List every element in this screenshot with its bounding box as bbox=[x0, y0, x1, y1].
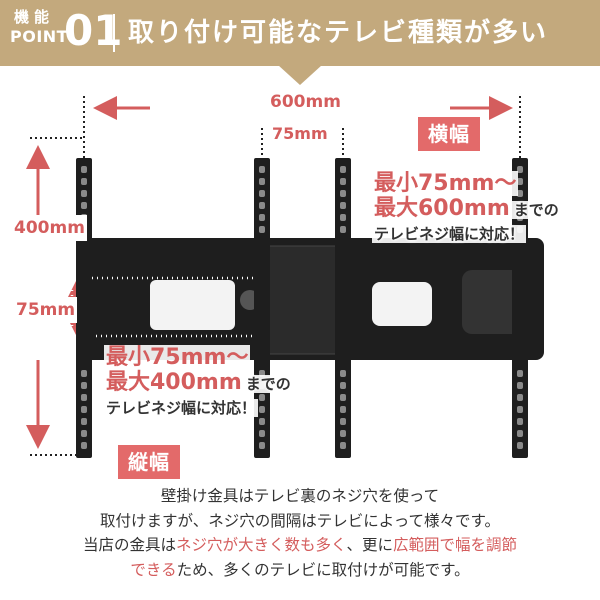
description-block: 壁掛け金具はテレビ裏のネジ穴を使って 取付けますが、ネジ穴の間隔はテレビによって… bbox=[0, 484, 600, 582]
rail-slot-hole bbox=[81, 406, 87, 413]
desc-3c: 、更に bbox=[346, 536, 394, 554]
rail-slot-hole bbox=[259, 430, 265, 437]
desc-3d-highlight: 広範囲で幅を調節 bbox=[393, 536, 518, 554]
rail-slot-hole bbox=[81, 166, 87, 173]
callout-v-max: 最大400mm bbox=[104, 370, 244, 395]
desc-4b: ため、多くのテレビに取付けが可能です。 bbox=[176, 560, 470, 579]
arm-cutout-right bbox=[372, 282, 432, 326]
description-line-1: 壁掛け金具はテレビ裏のネジ穴を使って bbox=[160, 487, 440, 505]
rail-slot-hole bbox=[517, 190, 523, 197]
rail-slot-hole bbox=[340, 190, 346, 197]
wall-plate bbox=[261, 245, 343, 355]
callout-v-support-text: テレビネジ幅に対応！ bbox=[104, 399, 259, 417]
rail-slot-hole bbox=[340, 226, 346, 233]
rail-slot-hole bbox=[81, 178, 87, 185]
callout-v-suffix: までの bbox=[243, 375, 293, 393]
vertical-rail-3 bbox=[335, 158, 351, 458]
point-label: POINT bbox=[10, 27, 69, 46]
rail-slot-hole bbox=[517, 406, 523, 413]
header-arrow-pointer bbox=[278, 65, 322, 85]
desc-3b-highlight: ネジ穴が大きく数も多く bbox=[175, 536, 347, 554]
rail-slot-hole bbox=[340, 370, 346, 377]
description-line-2: 取付けますが、ネジ穴の間隔はテレビによって様々です。 bbox=[100, 511, 500, 530]
rail-slot-hole bbox=[259, 394, 265, 401]
rail-slot-hole bbox=[81, 190, 87, 197]
callout-h-suffix: までの bbox=[511, 201, 561, 219]
rail-slot-hole bbox=[517, 442, 523, 449]
rail-slots bbox=[81, 166, 523, 449]
rail-slot-hole bbox=[259, 178, 265, 185]
rail-slot-hole bbox=[81, 370, 87, 377]
description-line-3: 当店の金具はネジ穴が大きく数も多く、更に広範囲で幅を調節 bbox=[0, 533, 600, 558]
rail-slot-hole bbox=[340, 442, 346, 449]
dimension-label-width-max: 600mm bbox=[266, 91, 345, 113]
rail-slot-hole bbox=[259, 166, 265, 173]
rail-slot-hole bbox=[259, 442, 265, 449]
rail-slot-hole bbox=[340, 166, 346, 173]
callout-h-min: 最小75mm〜 bbox=[372, 171, 519, 196]
header-banner: 機能 POINT 01 取り付け可能なテレビ種類が多い bbox=[0, 0, 600, 66]
arm-pad-right bbox=[462, 270, 522, 334]
callout-h-support-text: テレビネジ幅に対応！ bbox=[372, 225, 527, 243]
description-line-4: できるため、多くのテレビに取付けが可能です。 bbox=[0, 558, 600, 583]
badge-horizontal-width: 横幅 bbox=[418, 117, 480, 151]
rail-slot-hole bbox=[81, 418, 87, 425]
rail-slot-hole bbox=[259, 190, 265, 197]
rail-slot-hole bbox=[259, 202, 265, 209]
rail-slot-hole bbox=[81, 394, 87, 401]
rail-slot-hole bbox=[340, 214, 346, 221]
page-title: 取り付け可能なテレビ種類が多い bbox=[128, 18, 549, 48]
arm-cutout-left bbox=[150, 280, 235, 330]
desc-4a-highlight: できる bbox=[130, 560, 177, 579]
rail-slot-hole bbox=[517, 370, 523, 377]
rail-slot-hole bbox=[340, 430, 346, 437]
point-number: 01 bbox=[64, 6, 123, 55]
rail-slot-hole bbox=[340, 178, 346, 185]
rail-slot-hole bbox=[81, 382, 87, 389]
rail-slot-hole bbox=[517, 166, 523, 173]
rail-slot-hole bbox=[259, 406, 265, 413]
point-kanji-label: 機能 bbox=[14, 8, 55, 26]
rail-slot-hole bbox=[259, 214, 265, 221]
rail-slot-hole bbox=[259, 418, 265, 425]
dimension-label-height-max: 400mm bbox=[12, 215, 87, 241]
rail-slot-hole bbox=[340, 382, 346, 389]
callout-h-max: 最大600mm bbox=[372, 196, 512, 221]
rail-slot-hole bbox=[517, 394, 523, 401]
dimension-label-height-min: 75mm bbox=[14, 297, 78, 323]
rail-slot-hole bbox=[81, 442, 87, 449]
dimension-label-width-min: 75mm bbox=[270, 124, 330, 144]
rail-slot-hole bbox=[517, 178, 523, 185]
rail-slot-hole bbox=[81, 202, 87, 209]
header-divider bbox=[113, 14, 115, 52]
callout-v-min: 最小75mm〜 bbox=[104, 345, 251, 370]
rail-slot-hole bbox=[517, 382, 523, 389]
rail-slot-hole bbox=[340, 418, 346, 425]
rail-slot-hole bbox=[517, 418, 523, 425]
rail-slot-hole bbox=[340, 394, 346, 401]
rail-slot-hole bbox=[340, 202, 346, 209]
rail-slot-hole bbox=[340, 406, 346, 413]
rail-slot-hole bbox=[259, 226, 265, 233]
badge-vertical-width: 縦幅 bbox=[118, 445, 180, 479]
rail-slot-hole bbox=[517, 430, 523, 437]
rail-slot-hole bbox=[81, 430, 87, 437]
desc-3a: 当店の金具は bbox=[82, 536, 176, 554]
